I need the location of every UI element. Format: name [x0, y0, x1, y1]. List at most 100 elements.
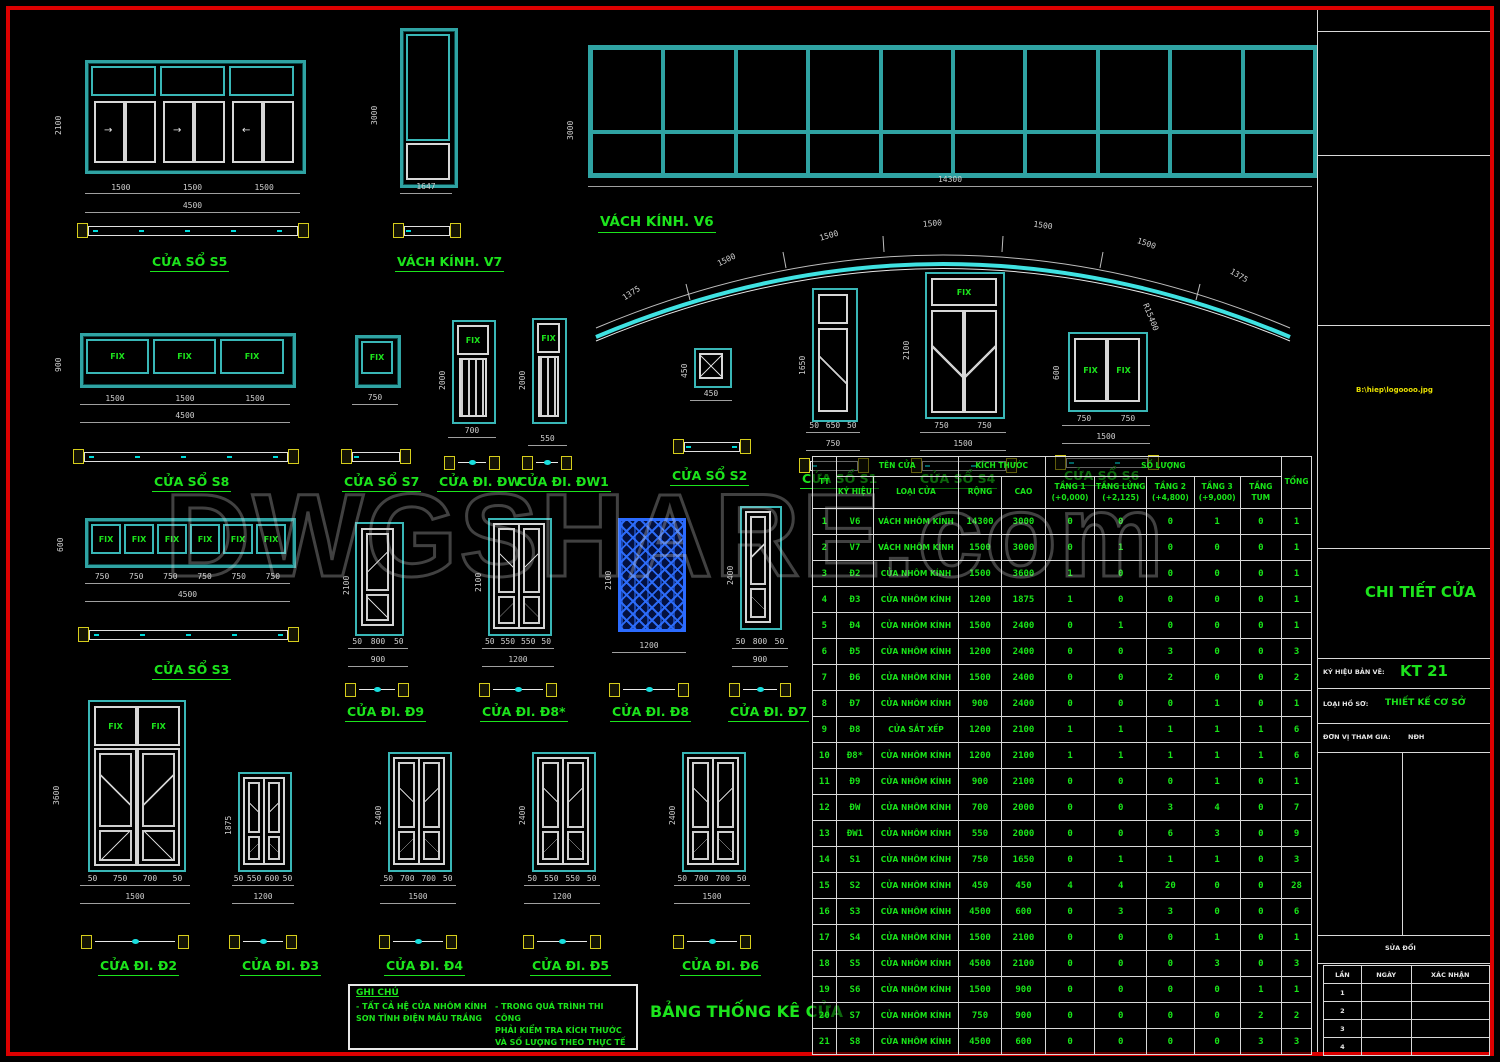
dim-s1-width: 750 — [825, 439, 841, 448]
stats-cell: 1 — [1193, 768, 1241, 795]
drawing-cua-so-s7: FIX — [355, 335, 401, 388]
stats-cell: 1 — [812, 508, 837, 535]
stats-cell: 0 — [1239, 586, 1283, 613]
dim-dw1-width: 550 — [540, 434, 555, 443]
svg-text:1500: 1500 — [716, 252, 737, 269]
svg-text:1375: 1375 — [621, 284, 642, 302]
stats-cell: 1 — [1239, 742, 1283, 769]
stats-cell: 7 — [812, 664, 837, 691]
plan-section-s8 — [73, 449, 299, 464]
revision-cell — [1410, 1019, 1491, 1038]
drawing-vach-kinh-v7 — [400, 28, 458, 188]
v6-glass-panel — [953, 131, 1026, 175]
stats-cell: 0 — [1044, 1028, 1096, 1055]
v6-glass-panel — [1170, 48, 1243, 132]
dim-d3-width: 1200 — [253, 892, 273, 901]
stats-cell: 450 — [1001, 872, 1046, 899]
stats-cell: 13 — [812, 820, 837, 847]
svg-text:1500: 1500 — [818, 229, 839, 243]
v6-glass-panel — [880, 48, 953, 132]
dim-s5-total: 4500 — [182, 201, 203, 210]
dim-s4-width: 1500 — [953, 439, 973, 448]
drawing-cua-di-d7 — [740, 506, 782, 630]
stats-cell: S7 — [835, 1002, 875, 1029]
v6-glass-panel — [1242, 131, 1315, 175]
stats-cell: 1200 — [957, 716, 1003, 743]
dim-s6-width: 1500 — [1096, 432, 1116, 441]
drawing-cua-so-s1 — [812, 288, 858, 422]
stats-cell: 1 — [1281, 560, 1312, 587]
stats-cell: 1 — [1044, 716, 1096, 743]
stats-cell: 5 — [812, 612, 837, 639]
dim-d7-height: 2400 — [726, 565, 735, 585]
col-tang-3: TẦNG 3(+9,000) — [1193, 476, 1241, 509]
v6-glass-panel — [1097, 131, 1171, 175]
louver-panel — [538, 356, 559, 417]
stats-cell: 2 — [1239, 1002, 1283, 1029]
dim-arc-radius: R15400 — [1141, 302, 1160, 332]
stats-cell: 1500 — [957, 534, 1003, 561]
stats-cell: 0 — [1239, 638, 1283, 665]
stats-cell: CỬA NHÔM KÍNH — [873, 1028, 959, 1055]
stats-cell: 1875 — [1001, 586, 1046, 613]
stats-cell: 6 — [1146, 820, 1195, 847]
plan-door-d8 — [609, 683, 689, 697]
dim-d8s-width: 1200 — [508, 655, 528, 664]
stats-cell: 2400 — [1001, 612, 1046, 639]
stats-cell: 0 — [1146, 1028, 1195, 1055]
stats-cell: 10 — [812, 742, 837, 769]
label-cua-di-d8: CỬA ĐI. Đ8 — [610, 704, 692, 722]
plan-door-d7 — [729, 683, 791, 697]
stats-cell: S5 — [835, 950, 875, 977]
plan-door-d4 — [379, 935, 457, 949]
drawing-cua-so-s4: FIX — [925, 272, 1005, 419]
stats-cell: 1500 — [957, 976, 1003, 1003]
stats-cell: 0 — [1094, 508, 1148, 535]
stats-cell: ĐW1 — [835, 820, 875, 847]
stats-cell: 2 — [812, 534, 837, 561]
stats-cell: 900 — [1001, 1002, 1046, 1029]
stats-cell: 1 — [1239, 716, 1283, 743]
stats-cell: 1 — [1193, 716, 1241, 743]
sheet-red-border — [6, 6, 1494, 1056]
notes-box: GHI CHÚ - TẤT CẢ HỆ CỬA NHÔM KÍNH SƠN TĨ… — [348, 984, 638, 1050]
col-tang-2: TẦNG 2(+4,800) — [1146, 476, 1195, 509]
stats-cell: 3 — [1193, 820, 1241, 847]
stats-cell: 0 — [1146, 534, 1195, 561]
stats-cell: 2100 — [1001, 716, 1046, 743]
stats-cell: 3 — [1281, 638, 1312, 665]
stats-cell: 0 — [1146, 586, 1195, 613]
stats-cell: 11 — [812, 768, 837, 795]
stats-cell: 6 — [1281, 898, 1312, 925]
stats-cell: 0 — [1146, 508, 1195, 535]
stats-cell: 2400 — [1001, 638, 1046, 665]
rev-col-xacnhan: XÁC NHẬN — [1410, 965, 1491, 984]
stats-cell: 0 — [1044, 976, 1096, 1003]
stats-cell: 0 — [1044, 612, 1096, 639]
v6-glass-panel — [1025, 131, 1098, 175]
stats-cell: VÁCH NHÔM KÍNH — [873, 508, 959, 535]
revision-row: 4 — [1323, 1037, 1491, 1056]
titleblock-divider — [1317, 10, 1318, 1052]
stats-cell: 2100 — [1001, 950, 1046, 977]
label-cua-di-d7: CỬA ĐI. Đ7 — [728, 704, 810, 722]
label-cua-di-d4: CỬA ĐI. Đ4 — [384, 958, 466, 976]
stats-cell: 8 — [812, 690, 837, 717]
stats-cell: 4 — [1094, 872, 1148, 899]
drawing-cua-di-dw: FIX — [452, 320, 496, 424]
drawing-cua-di-d4 — [388, 752, 452, 872]
stats-cell: 1 — [1044, 560, 1096, 587]
stats-cell: 0 — [1094, 794, 1148, 821]
stats-cell: S3 — [835, 898, 875, 925]
revision-cell: 4 — [1323, 1037, 1362, 1056]
label-cua-so-s5: CỬA SỔ S5 — [150, 254, 230, 272]
stats-cell: CỬA NHÔM KÍNH — [873, 612, 959, 639]
stage-value: THIẾT KẾ CƠ SỞ — [1385, 698, 1466, 708]
stats-cell: 6 — [1281, 742, 1312, 769]
